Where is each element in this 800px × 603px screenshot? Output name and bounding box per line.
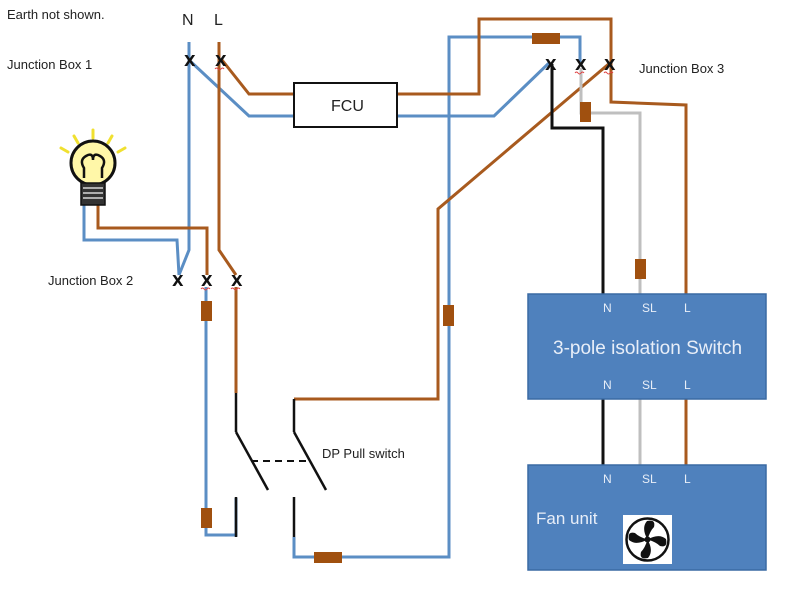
switched-live-jb3-to-isolator [579, 68, 642, 294]
isolator-bottom-terminal-l: L [684, 378, 691, 392]
sleeve-jb3-grey [580, 102, 591, 122]
junction-box-2-label: Junction Box 2 [48, 273, 133, 288]
isolator-top-terminal-n: N [603, 301, 612, 315]
switch-to-jb3-blue-wire [292, 35, 582, 559]
junction-box-1-label: Junction Box 1 [7, 57, 92, 72]
fan-unit-title: Fan unit [536, 509, 598, 528]
live-label: L [214, 12, 223, 29]
sleeve-blue-vertical [443, 305, 454, 326]
jb3-connection-2: X [575, 56, 587, 74]
jb3-connection-3: X [604, 56, 616, 74]
light-bulb-icon [59, 128, 127, 206]
isolation-switch-box: N SL L 3-pole isolation Switch N SL L [527, 293, 767, 400]
jb2-connection-2: X [201, 272, 213, 290]
fan-terminal-sl: SL [642, 472, 657, 486]
jb2-connection-3: X [231, 272, 243, 290]
isolator-top-terminal-sl: SL [642, 301, 657, 315]
neutral-label: N [182, 12, 194, 29]
sleeve-grey-vertical [635, 259, 646, 279]
live-supply-wire [217, 42, 238, 276]
fcu-label: FCU [331, 98, 364, 115]
spellcheck-squiggle [200, 287, 211, 291]
jb1-live-connection: X [215, 52, 227, 70]
fan-terminal-l: L [684, 472, 691, 486]
fcu-box [293, 82, 398, 128]
neutral-fcu-to-jb3-wire [397, 60, 552, 118]
jb1-neutral-connection: X [184, 52, 196, 70]
neutral-supply-wire [177, 42, 191, 276]
sleeve-jb2-blue [201, 301, 212, 321]
isolator-bottom-terminal-n: N [603, 378, 612, 392]
sleeve-bottom [314, 552, 342, 563]
sleeve-switch-blue [201, 508, 212, 528]
spellcheck-squiggle [230, 287, 241, 291]
earth-note: Earth not shown. [7, 7, 105, 22]
jb2-connection-1: X [172, 272, 184, 290]
lamp-neutral-wire [82, 204, 181, 276]
live-jb1-to-fcu-wire [220, 59, 294, 96]
live-fcu-to-jb3-wire [397, 17, 688, 294]
lamp-live-wire [96, 204, 209, 275]
dp-pull-switch-label: DP Pull switch [322, 446, 405, 461]
switch-to-jb3-diagonal-wire [294, 60, 612, 401]
isolator-top-terminal-l: L [684, 301, 691, 315]
switch-pole-2-blade [292, 431, 328, 491]
fan-terminal-n: N [603, 472, 612, 486]
fan-icon [623, 515, 672, 564]
junction-box-3-label: Junction Box 3 [639, 61, 724, 76]
neutral-jb1-to-fcu-wire [187, 58, 294, 118]
sleeve-top [532, 33, 560, 44]
jb3-connection-1: X [545, 56, 557, 74]
black-jb3-to-isolator-wire [550, 64, 605, 294]
isolator-title: 3-pole isolation Switch [553, 338, 742, 359]
spellcheck-squiggle [214, 67, 225, 71]
isolator-bottom-terminal-sl: SL [642, 378, 657, 392]
fan-unit-box: N SL L Fan unit [527, 464, 767, 571]
jb2-to-switch-wire [204, 287, 238, 537]
spellcheck-squiggle [574, 71, 585, 75]
spellcheck-squiggle [603, 71, 614, 75]
